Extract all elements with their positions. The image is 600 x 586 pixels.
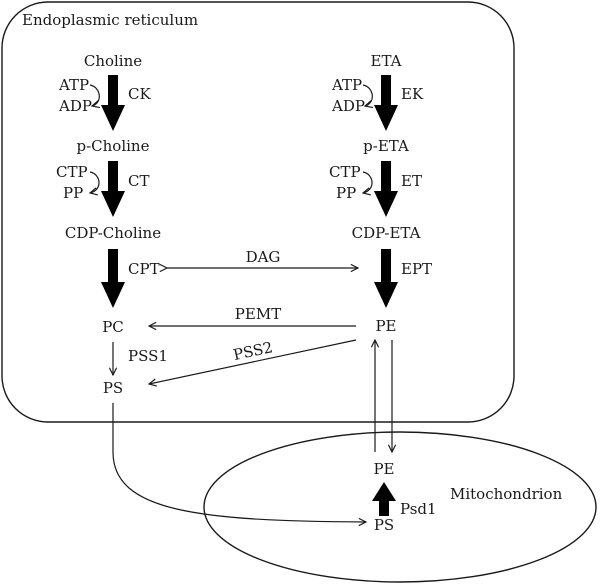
ctp-label-ct: CTP xyxy=(56,163,88,181)
ps-mito-node: PS xyxy=(374,516,394,534)
ek-enzyme: EK xyxy=(401,85,424,103)
dag-label: DAG xyxy=(246,248,281,266)
arrow-p-choline-to-cdp-choline xyxy=(101,161,125,217)
et-enzyme: ET xyxy=(401,172,422,190)
pss1-enzyme: PSS1 xyxy=(128,347,168,365)
arrow-choline-to-p-choline xyxy=(101,75,125,131)
cofactor-curve-ek xyxy=(362,84,372,106)
ct-enzyme: CT xyxy=(128,172,149,190)
ps-er-node: PS xyxy=(103,379,123,397)
arrow-cdp-choline-to-pc xyxy=(101,249,125,308)
pe-mito-node: PE xyxy=(373,460,394,478)
cpt-enzyme: CPT xyxy=(128,260,160,278)
arrow-ps-to-pe-mito xyxy=(372,482,396,516)
ept-enzyme: EPT xyxy=(401,260,432,278)
ctp-label-et: CTP xyxy=(329,163,361,181)
cofactor-curve-ct xyxy=(90,171,100,193)
psd1-enzyme: Psd1 xyxy=(400,500,437,518)
arrow-eta-to-p-eta xyxy=(374,75,398,131)
pss2-label: PSS2 xyxy=(232,338,275,364)
arrow-cdp-eta-to-pe xyxy=(374,249,398,308)
choline-node: Choline xyxy=(84,52,142,70)
pp-label-et: PP xyxy=(336,184,356,202)
arrow-pe-to-ps xyxy=(149,339,357,384)
cdp-eta-node: CDP-ETA xyxy=(352,224,421,242)
er-label: Endoplasmic reticulum xyxy=(22,11,198,29)
cdp-choline-node: CDP-Choline xyxy=(65,224,161,242)
ck-enzyme: CK xyxy=(128,85,151,103)
eta-node: ETA xyxy=(371,52,402,70)
mito-compartment xyxy=(203,431,597,583)
pp-label-ct: PP xyxy=(63,184,83,202)
cofactor-curve-et xyxy=(363,171,373,193)
adp-label-ek: ADP xyxy=(331,97,365,115)
pc-node: PC xyxy=(102,318,124,336)
atp-label-ck: ATP xyxy=(58,76,89,94)
arrow-er-ps-to-mito-ps xyxy=(112,403,366,522)
p-choline-node: p-Choline xyxy=(77,137,150,155)
p-eta-node: p-ETA xyxy=(363,137,409,155)
adp-label-ck: ADP xyxy=(58,97,92,115)
pe-er-node: PE xyxy=(375,317,396,335)
mito-label: Mitochondrion xyxy=(450,485,563,503)
arrow-p-eta-to-cdp-eta xyxy=(374,161,398,217)
atp-label-ek: ATP xyxy=(331,76,362,94)
pemt-label: PEMT xyxy=(235,305,281,323)
er-compartment xyxy=(1,1,515,423)
cofactor-curve-ck xyxy=(89,84,99,106)
